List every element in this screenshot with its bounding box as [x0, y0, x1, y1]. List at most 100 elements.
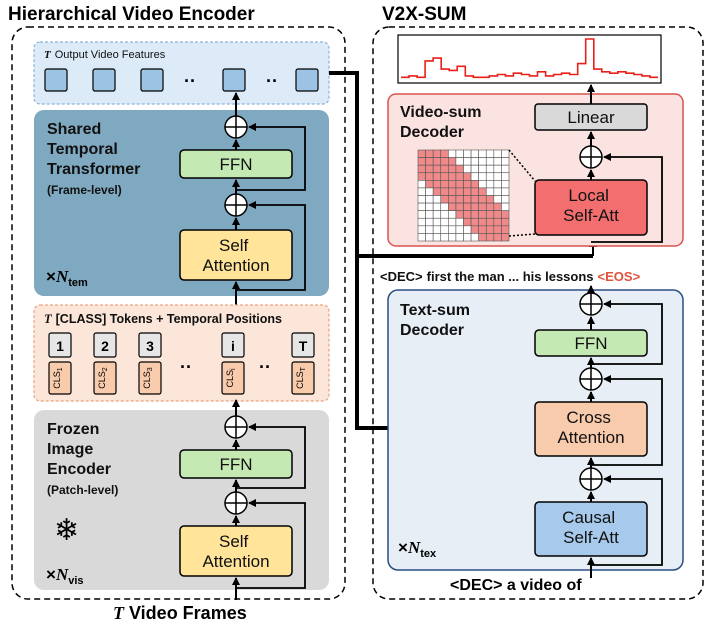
mask-cell [501, 157, 510, 166]
mask-cell [478, 210, 487, 219]
mask-cell [501, 195, 510, 204]
mask-cell [448, 195, 457, 204]
right-vsum-container [372, 26, 704, 600]
mask-cell [485, 217, 495, 227]
mask-cell [440, 172, 449, 181]
mask-cell [485, 172, 495, 181]
mask-cell [432, 210, 442, 219]
mask-cell [478, 233, 487, 242]
mask-cell [501, 149, 510, 158]
mask-cell [463, 225, 472, 234]
ffn-label: FFN [219, 455, 252, 474]
mask-cell [425, 210, 434, 219]
mask-cell [425, 217, 434, 227]
svg-text:CLSi: CLSi [225, 368, 237, 388]
mask-cell [425, 202, 434, 211]
mask-cell [470, 164, 479, 174]
svg-text:T: T [299, 338, 308, 354]
mask-cell [463, 233, 472, 242]
mask-cell [470, 187, 479, 196]
svg-text:CLS1: CLS1 [52, 367, 64, 389]
class-token-ellipsis: ·· [259, 357, 271, 377]
mask-cell [425, 233, 434, 242]
mask-cell [440, 164, 449, 174]
mask-cell [478, 202, 487, 211]
mask-cell [478, 187, 487, 196]
mask-cell [501, 202, 510, 211]
mask-cell [448, 164, 457, 174]
mask-cell [485, 187, 495, 196]
mask-cell [478, 172, 487, 181]
frozen-encoder-title: Frozen Image Encoder [47, 421, 111, 478]
svg-text:2: 2 [101, 338, 109, 354]
svg-text:CLS3: CLS3 [142, 367, 154, 389]
shared-temporal-multiplier: ×Ntem [46, 267, 88, 289]
mask-cell [485, 157, 495, 166]
class-token-ellipsis: ·· [180, 357, 192, 377]
right-title: V2X-SUM [382, 4, 466, 25]
mask-cell [440, 195, 449, 204]
feature-ellipsis: ·· [184, 71, 196, 91]
mask-cell [470, 225, 479, 234]
svg-text:i: i [231, 338, 235, 354]
mask-cell [485, 202, 495, 211]
mask-cell [425, 149, 434, 158]
mask-cell [440, 202, 449, 211]
mask-cell [417, 202, 426, 211]
mask-cell [463, 187, 472, 196]
shared-temporal-subtitle: (Frame-level) [47, 183, 122, 197]
mask-cell [470, 195, 479, 204]
mask-cell [478, 157, 487, 166]
mask-cell [455, 164, 464, 174]
linear-label: Linear [567, 108, 615, 127]
mask-cell [417, 217, 426, 227]
mask-cell [455, 233, 464, 242]
mask-cell [463, 217, 472, 227]
mask-cell [448, 225, 457, 234]
svg-text:3: 3 [146, 338, 154, 354]
mask-cell [493, 225, 502, 234]
mask-cell [501, 225, 510, 234]
cross-attention-label: Cross Attention [557, 408, 624, 447]
mask-cell [448, 187, 457, 196]
mask-cell [463, 202, 472, 211]
mask-cell [417, 157, 426, 166]
mask-cell [501, 233, 510, 242]
mask-cell [455, 195, 464, 204]
mask-cell [432, 149, 442, 158]
text-sum-multiplier: ×Ntex [398, 538, 437, 560]
mask-cell [455, 187, 464, 196]
mask-cell [417, 164, 426, 174]
mask-cell [493, 180, 502, 189]
mask-cell [485, 233, 495, 242]
mask-cell [493, 202, 502, 211]
svg-text:1: 1 [56, 338, 64, 354]
mask-cell [478, 225, 487, 234]
mask-cell [425, 164, 434, 174]
mask-cell [463, 210, 472, 219]
mask-cell [417, 149, 426, 158]
mask-cell [448, 210, 457, 219]
feature-square [222, 68, 246, 92]
mask-cell [417, 180, 426, 189]
mask-cell [448, 157, 457, 166]
feature-square [92, 68, 116, 92]
feature-square [44, 68, 68, 92]
snowflake-icon: ❄ [54, 514, 79, 547]
mask-cell [501, 164, 510, 174]
mask-cell [440, 233, 449, 242]
mask-cell [432, 233, 442, 242]
mask-cell [417, 187, 426, 196]
left-title: Hierarchical Video Encoder [8, 4, 255, 25]
text-sum-decoder-title: Text-sum Decoder [400, 302, 474, 339]
class-tokens-label: T[CLASS] Tokens + Temporal Positions [44, 312, 282, 326]
mask-cell [440, 225, 449, 234]
class-token-3: 3 CLS3 [138, 332, 162, 395]
mask-cell [493, 217, 502, 227]
mask-cell [448, 233, 457, 242]
mask-cell [417, 233, 426, 242]
mask-cell [478, 195, 487, 204]
mask-cell [440, 187, 449, 196]
class-token-i: i CLSi [221, 332, 245, 395]
